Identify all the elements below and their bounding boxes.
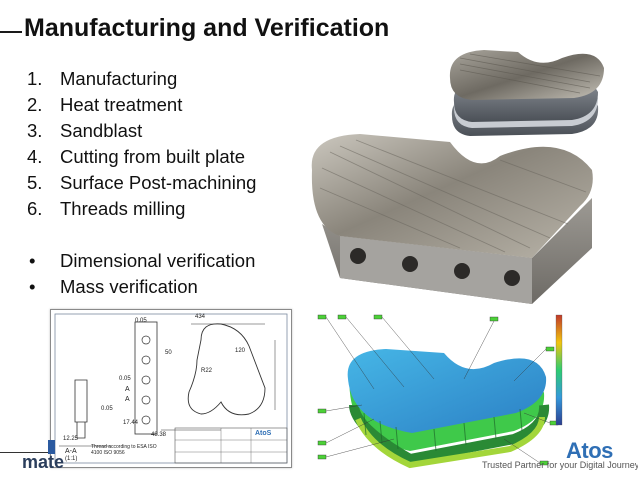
list-item: 2. Heat treatment [27,94,256,120]
fea-visual [317,314,563,469]
step-number: 2. [27,94,43,115]
dim-label: 48.38 [151,432,167,438]
mate-logo: mate [22,452,65,472]
list-item: • Dimensional verification [27,250,255,276]
process-steps-list: 1. Manufacturing 2. Heat treatment 3. Sandb… [27,68,256,224]
list-item: 6. Threads milling [27,198,256,224]
dim-label: 50 [165,350,172,356]
dim-label: 434 [195,314,206,320]
list-item: • Mass verification [27,276,255,302]
title-rule [0,31,22,33]
bullet: • [29,250,36,271]
drawing-logo: AtoS [255,430,272,437]
dim-label: 120 [235,348,246,354]
step-text: Heat treatment [60,94,183,115]
section-marker: A [125,396,130,403]
list-item: 1. Manufacturing [27,68,256,94]
footer-accent [48,440,55,454]
step-text: Threads milling [60,198,186,219]
scale-label: (1:1) [65,456,78,462]
check-text: Mass verification [60,276,198,297]
dim-label: 0.05 [135,318,147,324]
step-number: 5. [27,172,43,193]
section-marker: A [125,386,130,393]
drawing-note: Thread according to ESA ISO 4100 ISO 905… [91,444,157,456]
stacked-parts-photo [449,50,604,136]
atos-tagline: Trusted Partner for your Digital Journey [482,460,638,470]
fea-deviation-render [314,309,570,472]
step-text: Sandblast [60,120,143,141]
step-number: 3. [27,120,43,141]
atos-logo: Atos [566,438,613,463]
drawing-lines [54,313,288,464]
dim-label: 12.25 [63,436,79,442]
dim-label: 17.44 [123,420,139,426]
dim-label: 0.05 [119,376,131,382]
step-text: Manufacturing [60,68,178,89]
step-number: 4. [27,146,43,167]
step-number: 1. [27,68,43,89]
slide-title: Manufacturing and Verification [24,14,390,42]
list-item: 4. Cutting from built plate [27,146,256,172]
dim-label: 0.05 [101,406,113,412]
step-text: Cutting from built plate [60,146,246,167]
technical-drawing: 0.05 0.05 434 R22 120 0.05 50 17.44 48.3… [50,309,292,468]
section-label: A-A [65,448,77,455]
verification-list: • Dimensional verification • Mass verifica… [27,250,255,302]
bullet: • [29,276,36,297]
step-number: 6. [27,198,43,219]
step-text: Surface Post-machining [60,172,257,193]
check-text: Dimensional verification [60,250,256,271]
list-item: 5. Surface Post-machining [27,172,256,198]
dim-label: R22 [201,368,213,374]
list-item: 3. Sandblast [27,120,256,146]
footer-rule [0,452,48,453]
machined-part-photo [311,134,593,304]
